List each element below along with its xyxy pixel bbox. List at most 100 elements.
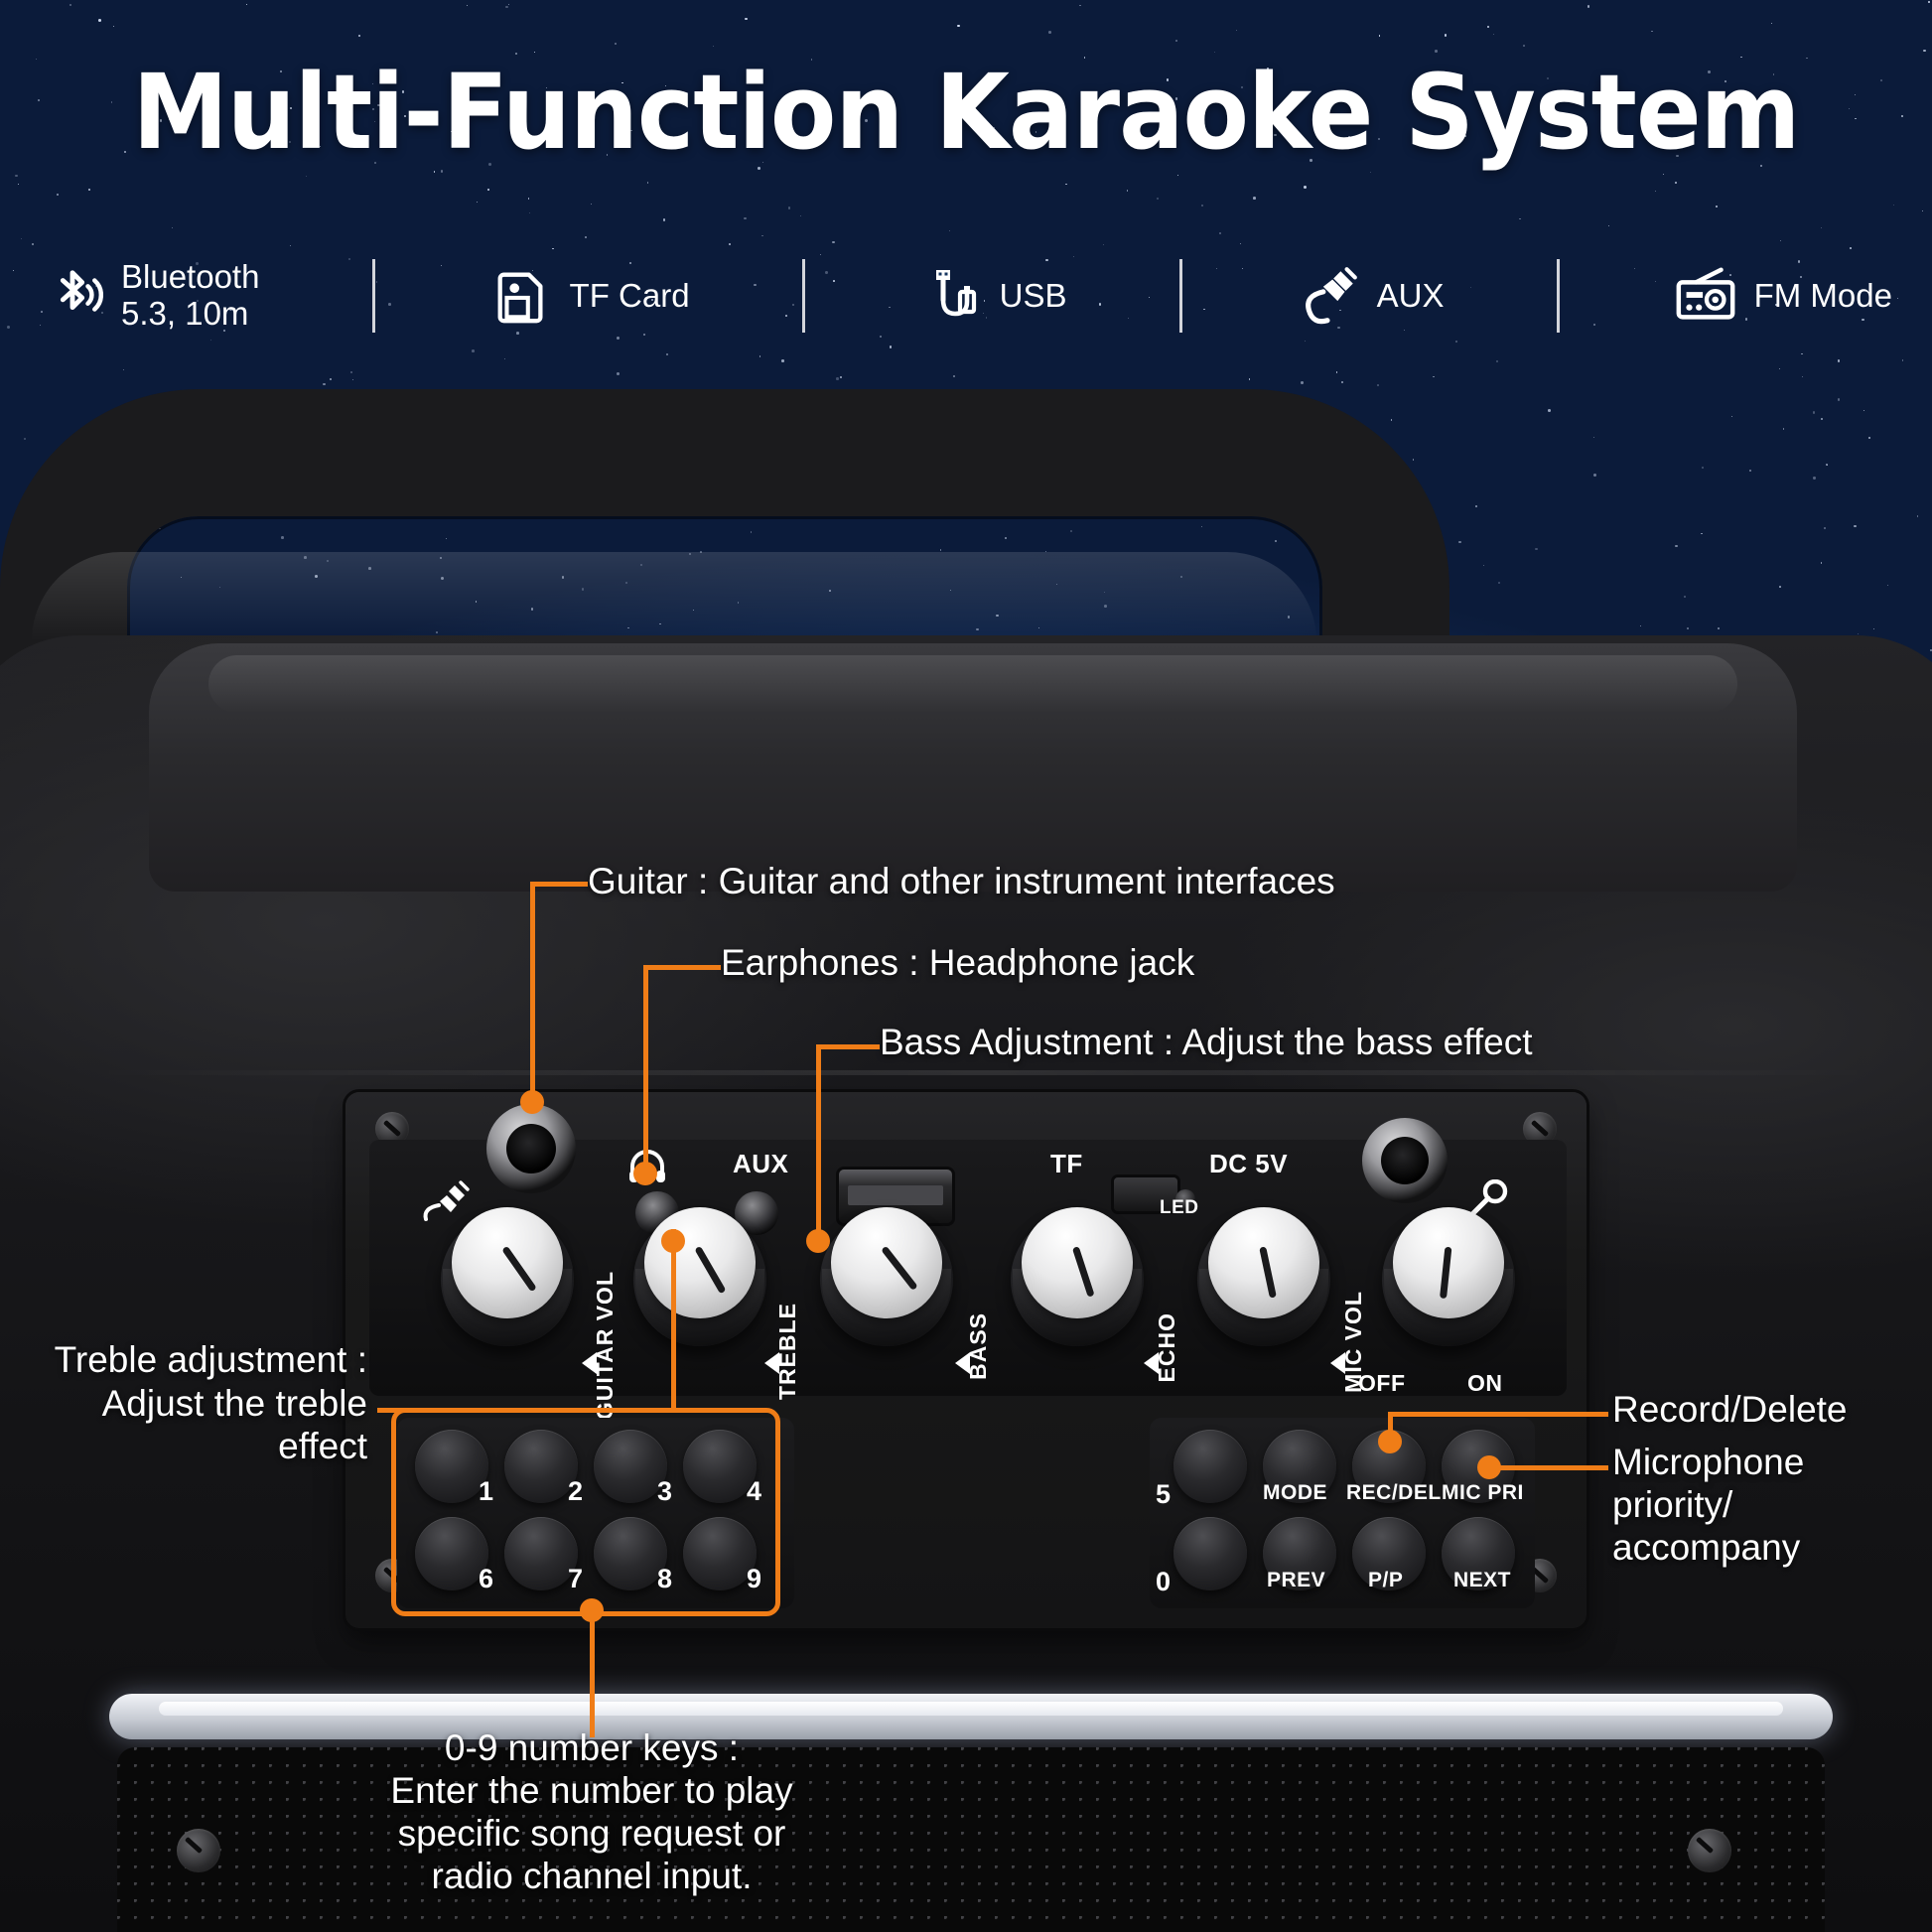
speaker-grille [117,1747,1825,1932]
key-label-6: 6 [479,1564,494,1593]
callout-guitar-line-h [530,882,588,887]
led-light-bar-inner [159,1702,1783,1716]
key-3[interactable] [594,1430,667,1503]
knob-label-guitar-vol: GUITAR VOL [592,1271,618,1421]
mic-jack-hole [1381,1137,1429,1184]
callout-bass-line-h [816,1044,880,1049]
key-1[interactable] [415,1430,488,1503]
knob-label-echo: ECHO [1154,1312,1179,1383]
callout-numbers-line2: Enter the number to play [390,1769,793,1811]
power-on-label: ON [1467,1370,1503,1396]
usb-icon [918,263,984,329]
feature-divider [1179,259,1183,333]
callout-bass-line-v [816,1044,821,1241]
radio-icon [1673,263,1738,329]
feature-aux: AUX [1296,263,1445,329]
callout-treble-line3: effect [278,1426,367,1467]
guitar-plug-icon [415,1179,471,1230]
key-next[interactable] [1442,1517,1515,1590]
key-0[interactable] [1173,1517,1247,1590]
feature-usb-label: USB [999,276,1067,314]
knob-cap [452,1207,563,1318]
callout-numbers-line-v [590,1606,595,1737]
key-label-rec-del: REC/DEL [1346,1481,1442,1504]
knob-marker-guitar [582,1352,597,1374]
knob-cap [644,1207,756,1318]
knob-cap [831,1207,942,1318]
key-7[interactable] [504,1517,578,1590]
key-6[interactable] [415,1517,488,1590]
callout-numbers-dot [580,1598,604,1622]
knob-pointer [881,1245,918,1292]
knob-pointer [501,1245,537,1293]
feature-divider [372,259,375,333]
key-2[interactable] [504,1430,578,1503]
callout-guitar-dot [520,1090,544,1114]
key-prev[interactable] [1263,1517,1336,1590]
callout-numbers-line4: radio channel input. [431,1855,753,1896]
knob-cap [1022,1207,1133,1318]
callout-earphones-line-v [643,965,648,1173]
callout-mic-priority-line1: Microphone [1612,1442,1805,1482]
knob-marker-mic-vol [1330,1352,1345,1374]
speaker-seam [89,1070,1876,1075]
grille-screw-left [177,1829,220,1872]
knob-guitar-vol[interactable] [441,1207,574,1346]
power-off-label: OFF [1358,1370,1406,1396]
knob-label-bass: BASS [965,1312,991,1380]
knob-marker-bass [955,1352,970,1374]
knob-pointer [1071,1246,1095,1298]
key-label-mode: MODE [1263,1481,1327,1504]
callout-earphones-line-h [643,965,721,970]
key-label-next: NEXT [1453,1569,1512,1591]
knob-label-treble: TREBLE [774,1303,800,1400]
key-label-9: 9 [747,1564,762,1593]
callout-guitar-text: Guitar : Guitar and other instrument int… [588,861,1335,901]
feature-aux-label: AUX [1376,276,1445,314]
knob-echo[interactable] [1011,1207,1144,1346]
guitar-input-jack[interactable] [486,1104,576,1193]
key-9[interactable] [683,1517,757,1590]
led-label: LED [1160,1197,1199,1218]
key-5[interactable] [1173,1430,1247,1503]
callout-record-dot [1378,1430,1402,1453]
key-label-5: 5 [1156,1479,1172,1509]
callout-guitar-line-v [530,882,535,1102]
feature-usb: USB [918,263,1067,329]
callout-bass-dot [806,1229,830,1253]
feature-bluetooth-line2: 5.3, 10m [121,295,249,332]
aux-port-label: AUX [733,1149,789,1178]
key-mode[interactable] [1263,1430,1336,1503]
feature-divider [1557,259,1561,333]
feature-bluetooth: Bluetooth 5.3, 10m [40,258,259,333]
feature-bluetooth-label: Bluetooth 5.3, 10m [121,258,259,333]
key-label-4: 4 [747,1476,762,1506]
callout-treble-riser [671,1229,676,1410]
callout-bass-text: Bass Adjustment : Adjust the bass effect [880,1022,1533,1062]
key-label-2: 2 [568,1476,584,1506]
speaker-top-shell [149,643,1797,892]
tf-card-slot[interactable] [1114,1177,1177,1211]
callout-treble-box [391,1408,780,1616]
callout-treble-text: Treble adjustment : Adjust the treble ef… [50,1338,367,1468]
key-4[interactable] [683,1430,757,1503]
callout-mic-priority-dot [1477,1455,1501,1479]
key-8[interactable] [594,1517,667,1590]
knob-marker-treble [764,1352,779,1374]
led-indicator [1175,1189,1195,1209]
knob-mic-vol[interactable] [1197,1207,1330,1346]
knob-treble[interactable] [633,1207,766,1346]
knob-power-switch[interactable] [1382,1207,1515,1346]
key-label-mic-pri: MIC PRI [1442,1481,1524,1504]
knob-cap [1393,1207,1504,1318]
key-label-prev: PREV [1267,1569,1326,1591]
key-label-8: 8 [657,1564,673,1593]
callout-mic-priority-line2: priority/ [1612,1483,1733,1525]
key-pp[interactable] [1352,1517,1426,1590]
knob-bass[interactable] [820,1207,953,1346]
knob-cap [1208,1207,1319,1318]
callout-treble-line2: Adjust the treble [101,1382,367,1424]
mic-input-jack[interactable] [1362,1118,1448,1203]
callout-mic-priority-text: Microphone priority/ accompany [1612,1442,1910,1570]
